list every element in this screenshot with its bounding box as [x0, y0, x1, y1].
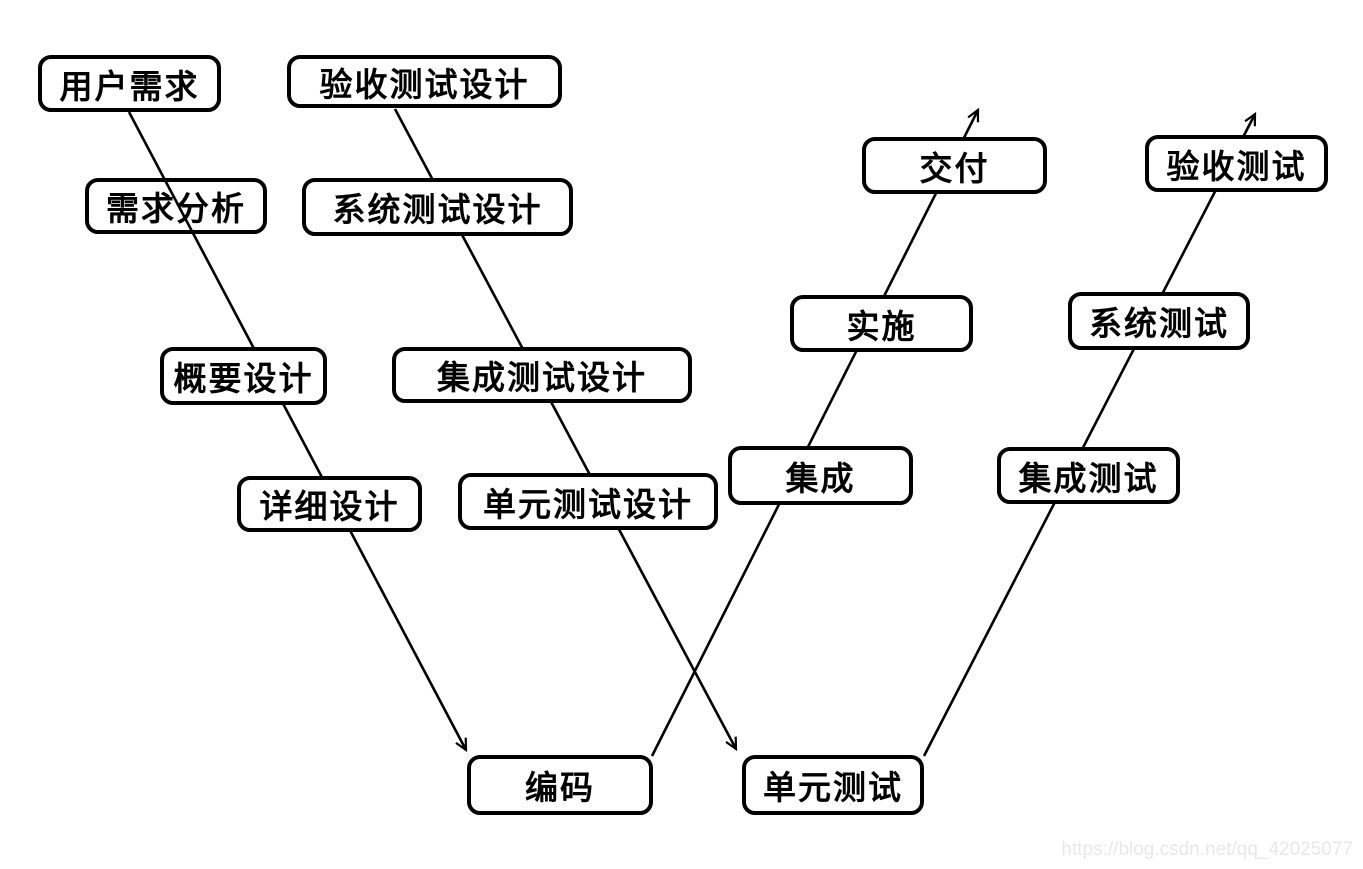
edge-design-descent	[127, 111, 468, 753]
edge-test-exec-ascent	[922, 111, 1257, 757]
edge-build-ascent	[650, 107, 980, 757]
node-user-requirements: 用户需求	[38, 55, 221, 112]
node-detailed-design: 详细设计	[237, 476, 422, 532]
node-integration-test-design: 集成测试设计	[392, 347, 692, 403]
node-coding: 编码	[467, 755, 653, 815]
node-outline-design: 概要设计	[160, 347, 327, 405]
node-acceptance-test-design: 验收测试设计	[287, 55, 562, 108]
node-system-testing: 系统测试	[1068, 292, 1250, 350]
node-unit-testing: 单元测试	[742, 755, 924, 815]
node-system-test-design: 系统测试设计	[302, 178, 573, 236]
node-delivery: 交付	[862, 137, 1047, 194]
csdn-watermark: https://blog.csdn.net/qq_42025077	[1061, 839, 1353, 860]
node-unit-test-design: 单元测试设计	[458, 473, 718, 530]
node-integration-testing: 集成测试	[997, 447, 1180, 504]
node-acceptance-testing: 验收测试	[1145, 135, 1328, 192]
node-integration: 集成	[728, 446, 913, 505]
node-implementation: 实施	[790, 295, 973, 352]
node-requirements-analysis: 需求分析	[85, 178, 267, 234]
